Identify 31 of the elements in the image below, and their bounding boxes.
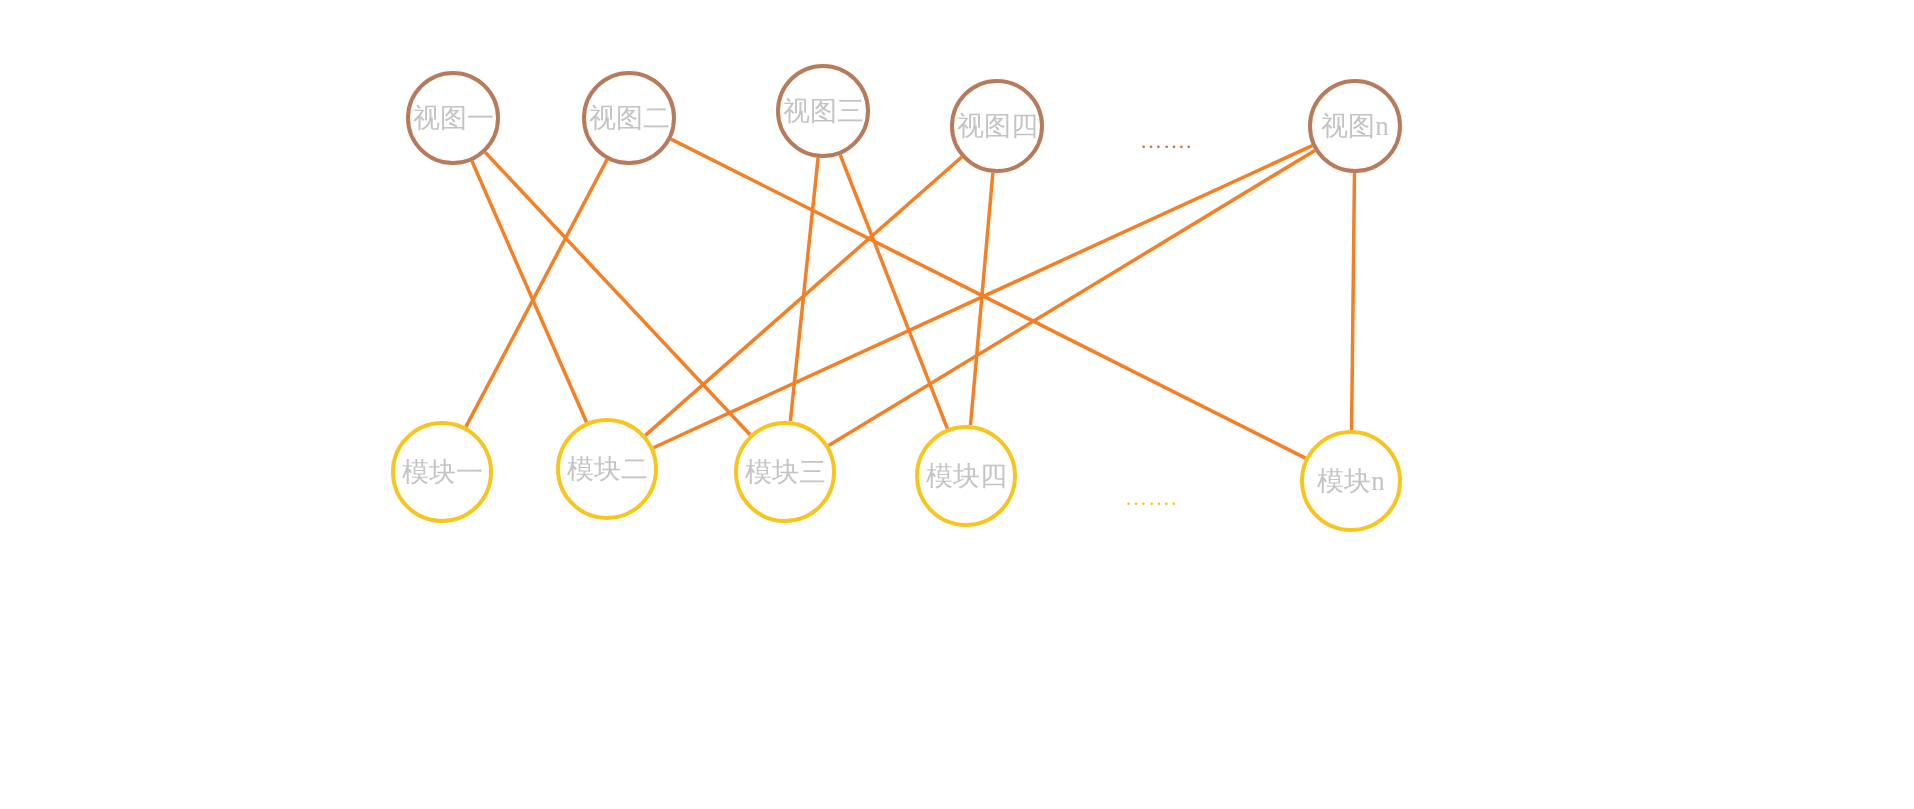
node-label: 模块二 xyxy=(566,453,648,486)
node-label: 模块四 xyxy=(925,460,1007,493)
node-label: 视图三 xyxy=(782,95,864,128)
view-circle xyxy=(776,64,870,158)
node-label: 模块一 xyxy=(401,456,483,489)
connector-line xyxy=(827,148,1316,448)
connector-line xyxy=(483,151,752,436)
connector-line xyxy=(968,172,995,426)
node-label: 模块三 xyxy=(744,456,826,489)
ellipsis-label: ……. xyxy=(1125,485,1178,511)
connector-line xyxy=(644,155,963,437)
connector-line xyxy=(470,160,589,423)
view-circle xyxy=(582,71,676,165)
connector-line xyxy=(464,158,609,428)
node-label: 模块n xyxy=(1317,465,1385,498)
connector-line xyxy=(788,157,820,422)
module-circle xyxy=(734,421,836,523)
node-label: 视图一 xyxy=(412,102,494,135)
ellipsis-label: ……. xyxy=(1140,128,1193,154)
view-circle xyxy=(406,71,500,165)
module-circle xyxy=(915,425,1017,527)
node-label: 视图四 xyxy=(956,110,1038,143)
module-circle xyxy=(1300,430,1402,532)
node-label: 视图n xyxy=(1321,110,1389,143)
connector-line xyxy=(1349,173,1357,431)
module-circle xyxy=(391,421,493,523)
node-label: 视图二 xyxy=(588,102,670,135)
connector-line xyxy=(838,154,950,430)
module-circle xyxy=(556,418,658,520)
view-circle xyxy=(950,79,1044,173)
view-circle xyxy=(1308,79,1402,173)
